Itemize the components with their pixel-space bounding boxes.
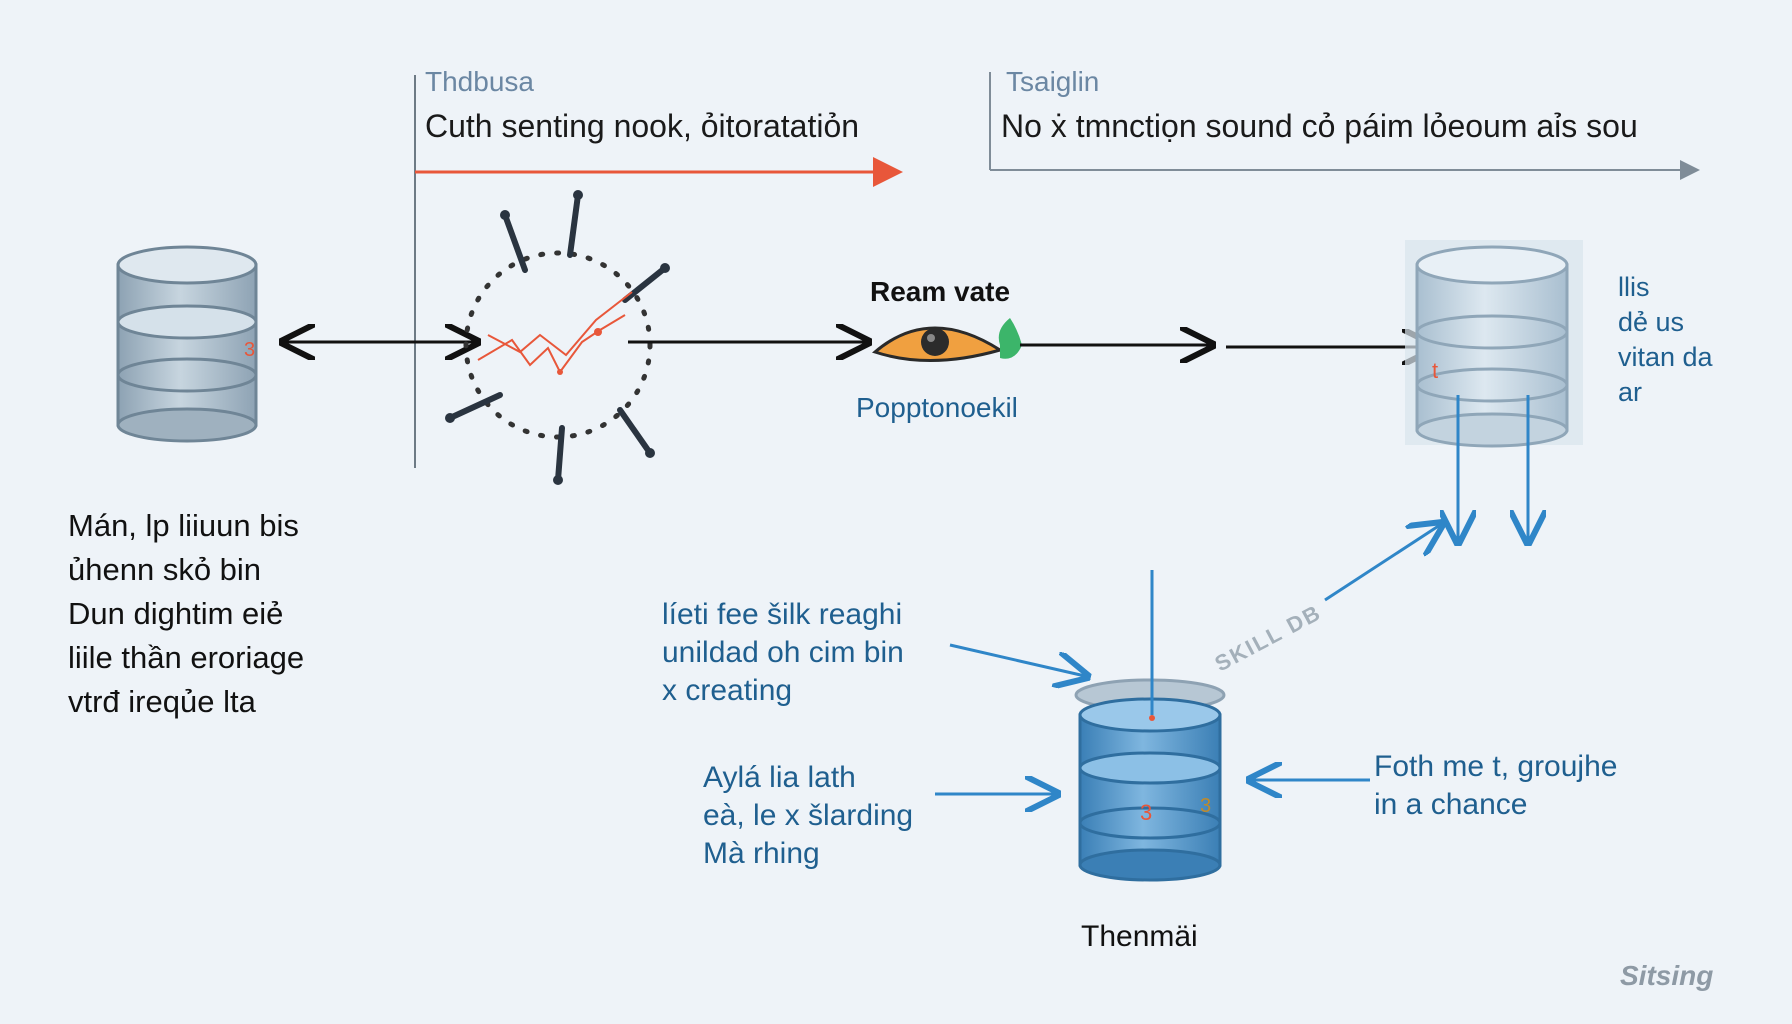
- lower-left2-text-line: Aylá lia lath: [703, 761, 856, 794]
- lower-left2-text-line: Mà rhing: [703, 837, 820, 870]
- watermark: Sitsing: [1620, 960, 1714, 991]
- left-text-line: Dun dightim eiẻ: [68, 596, 284, 631]
- lower-right-text-line: Foth me t, groujhe: [1374, 750, 1618, 783]
- left-text-line: liile thần eroriage: [68, 640, 305, 675]
- lower-left2-text-line: eà, le x šlarding: [703, 799, 914, 832]
- left-database-icon: 3: [116, 245, 258, 443]
- right-text-line: llis: [1618, 272, 1650, 302]
- left-db-mark: 3: [244, 339, 255, 361]
- bottom-database-label: Thenmäi: [1081, 920, 1198, 953]
- left-header-title: Cuth senting nook, ỏitoratatiỏn: [425, 108, 860, 144]
- arrow-lower-left-to-db: [949, 643, 1085, 676]
- lower-left-text-line: x creating: [662, 674, 793, 707]
- right-database-icon: t: [1405, 240, 1583, 540]
- right-header-bracket: [989, 72, 1700, 180]
- right-header-title: No ẋ tmnctiọn sound cỏ páim lỏeoum aỉs s…: [1001, 108, 1638, 144]
- right-db-mark: t: [1432, 358, 1438, 383]
- bottom-db-mark-a: 3: [1140, 800, 1152, 825]
- analysis-dial-icon: [445, 190, 670, 485]
- right-text-line: dẻ us: [1618, 307, 1685, 337]
- lower-left-text-line: unildad oh cim bin: [662, 636, 904, 669]
- left-text-line: vtrđ ireqủe lta: [68, 684, 256, 719]
- left-header-caption: Thdbusa: [425, 66, 534, 97]
- lower-left-text-block: líeti fee šilk reaghi unildad oh cim bin…: [662, 596, 904, 710]
- left-text-line: Mán, lp liiuun bis: [68, 508, 299, 543]
- right-text-block: llis dẻ us vitan da ar: [1618, 270, 1713, 410]
- diagonal-label: SKILL DB: [1211, 599, 1326, 676]
- right-text-line: ar: [1618, 377, 1643, 407]
- arrow-bottom-db-to-right-db: [1324, 525, 1440, 602]
- lower-right-text-block: Foth me t, groujhe in a chance: [1374, 748, 1617, 824]
- left-header-bracket: [414, 75, 903, 468]
- left-text-line: ủhenn skỏ bin: [68, 552, 262, 587]
- left-text-block: Mán, lp liiuun bis ủhenn skỏ bin Dun dig…: [68, 504, 304, 724]
- bottom-database-icon: 3 3: [1074, 570, 1226, 882]
- lower-right-text-line: in a chance: [1374, 788, 1528, 821]
- eye-icon: [871, 318, 1022, 362]
- lower-left-text-line: líeti fee šilk reaghi: [662, 598, 903, 631]
- right-text-line: vitan da: [1618, 342, 1713, 372]
- center-sublabel: Popptonoekil: [856, 392, 1018, 423]
- right-header-caption: Tsaiglin: [1006, 66, 1100, 97]
- bottom-db-mark-b: 3: [1200, 795, 1211, 817]
- lower-left-text-block-2: Aylá lia lath eà, le x šlarding Mà rhing: [703, 759, 913, 873]
- center-label: Ream vate: [870, 276, 1011, 307]
